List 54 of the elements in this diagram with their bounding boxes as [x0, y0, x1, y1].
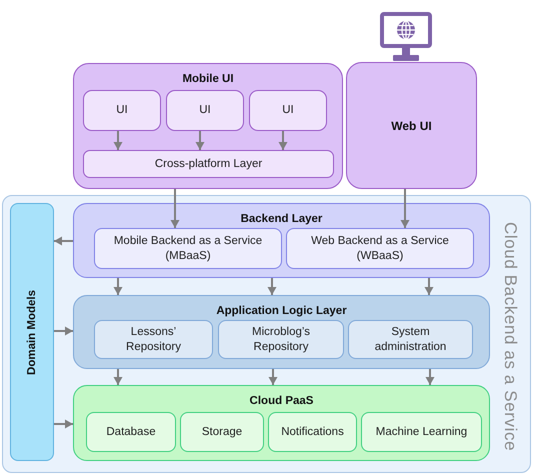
- layer-title: Mobile UI: [182, 73, 234, 85]
- layer-box: [73, 385, 490, 461]
- arrow: [278, 131, 288, 150]
- layer-box: [73, 295, 490, 369]
- component-label: UI: [198, 103, 212, 118]
- arrow: [426, 369, 434, 385]
- layer-box: [73, 63, 343, 189]
- component-label: Machine Learning: [374, 424, 468, 440]
- layer-title: Web UI: [391, 118, 432, 132]
- layer-box: [2, 195, 531, 473]
- arrow: [114, 131, 122, 150]
- component-box: [348, 320, 473, 359]
- arrow: [400, 189, 410, 228]
- arrow: [170, 189, 180, 228]
- component-box: [180, 412, 264, 452]
- vertical-title: Cloud Backend as a Service: [500, 222, 520, 452]
- component-box: [218, 320, 344, 359]
- component-box: [361, 412, 482, 452]
- component-label: Database: [105, 424, 157, 440]
- component-label: Lessons’ Repository: [125, 324, 182, 354]
- component-box: [249, 90, 327, 131]
- layer-title: Application Logic Layer: [216, 305, 347, 317]
- component-label: Microblog’s Repository: [251, 324, 311, 354]
- arrow: [54, 236, 73, 246]
- layer-box: [73, 203, 490, 278]
- component-label: Notifications: [280, 424, 345, 440]
- layer-title: Backend Layer: [240, 213, 322, 225]
- component-box: [83, 150, 334, 178]
- arrow: [54, 326, 73, 336]
- component-label: Cross-platform Layer: [154, 156, 264, 172]
- component-label: Web Backend as a Service (WBaaS): [310, 234, 450, 264]
- component-box: [268, 412, 357, 452]
- component-box: [86, 412, 176, 452]
- arrow: [114, 278, 122, 295]
- component-label: System administration: [374, 324, 448, 354]
- layer-box: [10, 203, 54, 461]
- component-box: [166, 90, 244, 131]
- layer-title: Cloud PaaS: [250, 395, 314, 407]
- arrow: [424, 278, 434, 295]
- arrow: [196, 131, 204, 150]
- component-box: [286, 228, 474, 269]
- arrow: [54, 420, 73, 428]
- arrow: [268, 369, 278, 385]
- layer-box: [346, 62, 477, 189]
- component-box: [94, 228, 282, 269]
- arrow: [114, 369, 122, 385]
- component-label: Mobile Backend as a Service (MBaaS): [112, 234, 264, 264]
- arrow: [268, 278, 276, 295]
- component-box: [94, 320, 213, 359]
- component-label: Storage: [200, 424, 244, 440]
- component-label: UI: [281, 103, 295, 118]
- component-label: UI: [115, 103, 129, 118]
- vertical-title: Domain Models: [26, 290, 38, 374]
- component-box: [83, 90, 161, 131]
